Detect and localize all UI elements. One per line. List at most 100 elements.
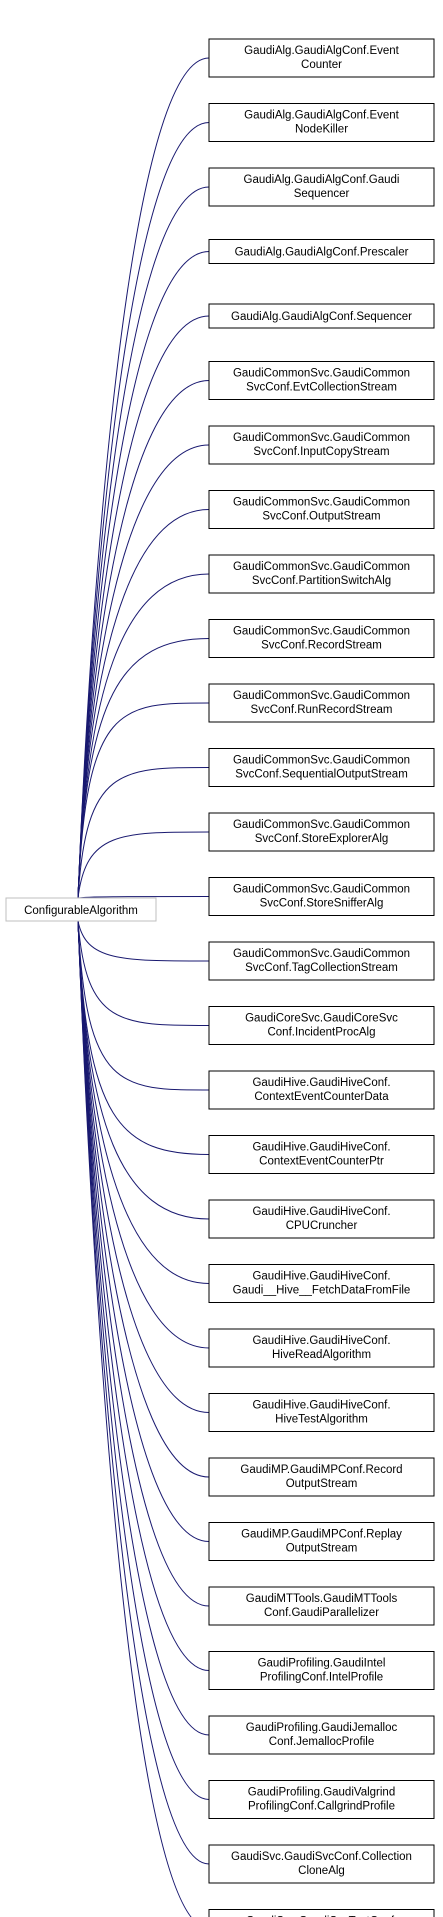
class-node-label: GaudiCommonSvc.GaudiCommon <box>233 432 410 444</box>
class-node[interactable]: GaudiCommonSvc.GaudiCommonSvcConf.RunRec… <box>208 683 435 723</box>
class-node[interactable]: GaudiCommonSvc.GaudiCommonSvcConf.Partit… <box>208 554 435 594</box>
class-node-label: ProfilingConf.IntelProfile <box>260 1672 383 1684</box>
class-node-box <box>208 683 435 723</box>
class-node-label: GaudiAlg.GaudiAlgConf.Event <box>244 110 400 122</box>
class-node-box <box>208 1264 435 1303</box>
inheritance-edge <box>77 57 210 899</box>
class-node[interactable]: GaudiCommonSvc.GaudiCommonSvcConf.Record… <box>208 619 435 658</box>
class-node-label: SvcConf.TagCollectionStream <box>245 962 398 974</box>
class-node-label: CPUCruncher <box>286 1220 358 1232</box>
class-node[interactable]: GaudiProfiling.GaudiIntelProfilingConf.I… <box>208 1651 435 1690</box>
class-node-label: SvcConf.SequentialOutputStream <box>235 769 408 781</box>
inheritance-edge <box>77 920 210 1155</box>
class-node-label: Counter <box>301 59 342 71</box>
class-node[interactable]: GaudiHive.GaudiHiveConf.Gaudi__Hive__Fet… <box>208 1264 435 1303</box>
inheritance-edge <box>77 702 210 899</box>
class-node-label: GaudiCoreSvc.GaudiCoreSvc <box>245 1013 398 1025</box>
class-node[interactable]: GaudiHive.GaudiHiveConf.ContextEventCoun… <box>208 1135 435 1174</box>
class-node-box <box>208 38 435 78</box>
class-node[interactable]: GaudiHive.GaudiHiveConf.HiveTestAlgorith… <box>208 1393 435 1432</box>
class-node-label: OutputStream <box>286 1478 358 1490</box>
class-node-label: GaudiCommonSvc.GaudiCommon <box>233 497 410 509</box>
class-node-label: Gaudi__Hive__FetchDataFromFile <box>233 1285 411 1297</box>
class-node-label: ProfilingConf.CallgrindProfile <box>248 1801 395 1813</box>
class-node[interactable]: GaudiCommonSvc.GaudiCommonSvcConf.StoreS… <box>208 877 435 916</box>
inheritance-edge <box>77 920 210 1800</box>
class-node[interactable]: GaudiProfiling.GaudiJemallocConf.Jemallo… <box>208 1715 435 1755</box>
inheritance-edge <box>77 920 210 1478</box>
class-node-box <box>208 1135 435 1174</box>
class-node-box <box>208 877 435 916</box>
class-node-box <box>208 1393 435 1432</box>
class-node-box <box>208 619 435 658</box>
class-node-label: GaudiMP.GaudiMPConf.Replay <box>241 1529 402 1541</box>
class-node[interactable]: GaudiCommonSvc.GaudiCommonSvcConf.Sequen… <box>208 748 435 787</box>
class-node-label: GaudiHive.GaudiHiveConf. <box>252 1142 390 1154</box>
class-node[interactable]: GaudiMTTools.GaudiMTToolsConf.GaudiParal… <box>208 1586 435 1626</box>
class-node[interactable]: GaudiCommonSvc.GaudiCommonSvcConf.StoreE… <box>208 812 435 852</box>
class-node[interactable]: GaudiCommonSvc.GaudiCommonSvcConf.EvtCol… <box>208 361 435 400</box>
class-node-label: GaudiSvc.GaudiSvcConf.Collection <box>231 1851 412 1863</box>
class-node[interactable]: GaudiProfiling.GaudiValgrindProfilingCon… <box>208 1780 435 1819</box>
class-node-label: GaudiCommonSvc.GaudiCommon <box>233 368 410 380</box>
class-node-label: GaudiProfiling.GaudiIntel <box>258 1658 386 1670</box>
class-node[interactable]: GaudiAlg.GaudiAlgConf.EventCounter <box>208 38 435 78</box>
derived-class-nodes: GaudiAlg.GaudiAlgConf.EventCounterGaudiA… <box>208 38 435 1917</box>
class-node[interactable]: GaudiHive.GaudiHiveConf.HiveReadAlgorith… <box>208 1328 435 1368</box>
class-node-label: GaudiCommonSvc.GaudiCommon <box>233 561 410 573</box>
class-node-label: GaudiMP.GaudiMPConf.Record <box>240 1464 402 1476</box>
class-node-box <box>208 1909 435 1917</box>
class-node[interactable]: GaudiCommonSvc.GaudiCommonSvcConf.TagCol… <box>208 941 435 981</box>
class-node-label: GaudiSvc.GaudiSvcTestConf. <box>246 1916 398 1917</box>
class-node-box <box>208 1522 435 1561</box>
inheritance-edge <box>77 251 210 899</box>
class-node-label: HiveReadAlgorithm <box>272 1349 371 1361</box>
class-node-label: GaudiAlg.GaudiAlgConf.Sequencer <box>231 311 412 323</box>
class-node-label: GaudiMTTools.GaudiMTTools <box>246 1593 398 1605</box>
class-node-label: SvcConf.OutputStream <box>262 511 380 523</box>
class-node-label: NodeKiller <box>295 124 348 136</box>
root-node-label: ConfigurableAlgorithm <box>24 905 138 917</box>
class-node[interactable]: GaudiSvc.GaudiSvcTestConf.GaudiSvcTest__… <box>208 1909 435 1917</box>
inheritance-edge <box>77 920 192 1917</box>
class-node[interactable]: GaudiAlg.GaudiAlgConf.Sequencer <box>208 303 435 329</box>
class-node[interactable]: GaudiCoreSvc.GaudiCoreSvcConf.IncidentPr… <box>208 1006 435 1045</box>
class-node-box <box>208 1328 435 1368</box>
class-node-box <box>208 1844 435 1884</box>
inheritance-edge <box>77 920 210 962</box>
root-node[interactable]: ConfigurableAlgorithm <box>5 897 157 922</box>
class-node-label: GaudiHive.GaudiHiveConf. <box>252 1206 390 1218</box>
class-node[interactable]: GaudiHive.GaudiHiveConf. CPUCruncher <box>208 1199 435 1239</box>
class-node-box <box>208 1715 435 1755</box>
class-node-box <box>208 1586 435 1626</box>
class-node-label: SvcConf.StoreSnifferAlg <box>260 898 384 910</box>
inheritance-edge <box>77 920 210 1220</box>
inheritance-edge <box>77 186 210 899</box>
class-node-label: GaudiAlg.GaudiAlgConf.Event <box>244 45 400 57</box>
class-node-box <box>208 239 435 264</box>
class-node-label: GaudiCommonSvc.GaudiCommon <box>233 884 410 896</box>
class-node-label: GaudiHive.GaudiHiveConf. <box>252 1077 390 1089</box>
class-node-box <box>208 748 435 787</box>
class-node-label: CloneAlg <box>298 1865 345 1877</box>
inheritance-edge <box>77 122 210 899</box>
class-node-label: GaudiCommonSvc.GaudiCommon <box>233 626 410 638</box>
inheritance-edge <box>77 920 210 1736</box>
class-node-label: SvcConf.InputCopyStream <box>253 446 389 458</box>
class-node-label: OutputStream <box>286 1543 358 1555</box>
class-node[interactable]: GaudiAlg.GaudiAlgConf.Prescaler <box>208 239 435 264</box>
class-node-label: GaudiCommonSvc.GaudiCommon <box>233 948 410 960</box>
class-node[interactable]: GaudiCommonSvc.GaudiCommonSvcConf.Output… <box>208 490 435 529</box>
class-node-box <box>208 425 435 465</box>
class-node-label: Conf.IncidentProcAlg <box>267 1027 375 1039</box>
class-node[interactable]: GaudiCommonSvc.GaudiCommonSvcConf.InputC… <box>208 425 435 465</box>
class-node-label: GaudiProfiling.GaudiValgrind <box>248 1787 395 1799</box>
class-node-box <box>208 490 435 529</box>
class-node[interactable]: GaudiHive.GaudiHiveConf.ContextEventCoun… <box>208 1070 435 1110</box>
